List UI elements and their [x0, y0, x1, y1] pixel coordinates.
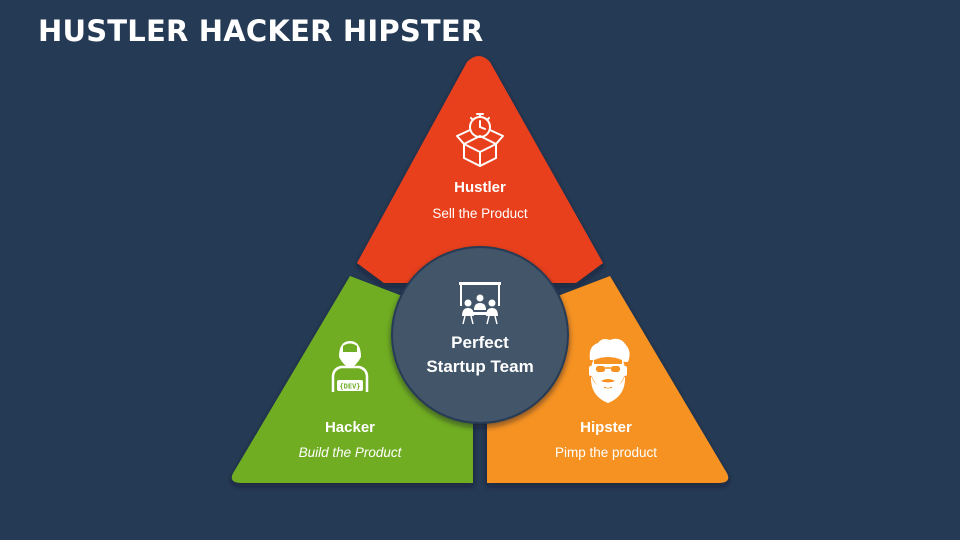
dev-label: {DEV} — [339, 383, 360, 391]
hustler-segment: Hustler Sell the Product — [357, 56, 603, 283]
hustler-name: Hustler — [454, 179, 506, 196]
hustler-subtitle: Sell the Product — [432, 206, 528, 221]
bearded-hipster-icon — [589, 338, 630, 403]
center-circle — [391, 246, 569, 424]
developer-icon: {DEV} — [331, 341, 369, 392]
meeting-team-icon — [459, 282, 501, 325]
hipster-subtitle: Pimp the product — [555, 445, 657, 460]
stopwatch-box-icon — [456, 113, 504, 167]
center-label-line2: Startup Team — [426, 357, 533, 376]
center-hub: Perfect Startup Team — [391, 246, 569, 424]
hustler-triangle — [357, 56, 603, 283]
hipster-name: Hipster — [580, 419, 632, 436]
center-label-line1: Perfect — [451, 333, 509, 352]
hacker-name: Hacker — [325, 419, 375, 436]
hacker-subtitle: Build the Product — [299, 445, 403, 460]
slide-title: HUSTLER HACKER HIPSTER — [38, 14, 484, 48]
